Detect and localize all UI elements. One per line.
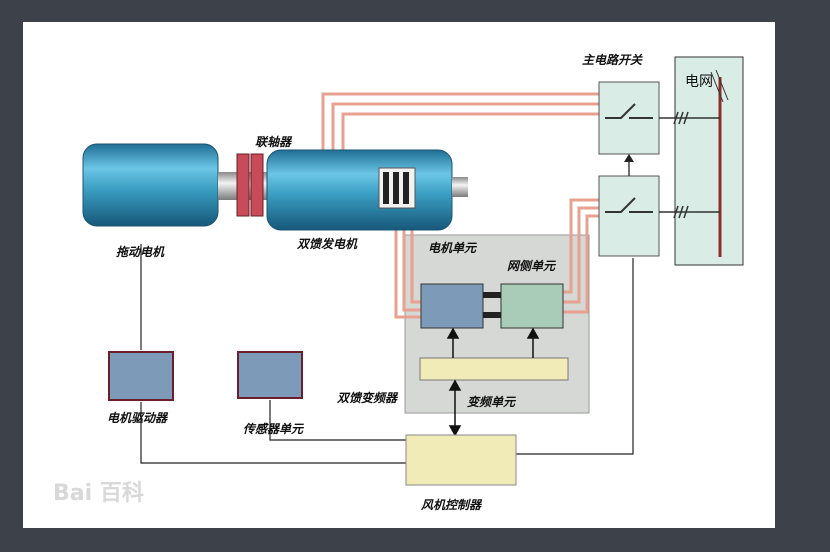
- dfig-generator: [266, 149, 453, 231]
- control-lines: [140, 244, 634, 464]
- slip-ring-2: [393, 172, 399, 204]
- stator-power-lines: [321, 92, 599, 150]
- inverter-unit-box: [419, 357, 569, 381]
- grid-hatch-1: [715, 69, 729, 101]
- inverter-unit-label: 变频单元: [467, 395, 517, 409]
- grid-unit-label: 网侧单元: [507, 259, 557, 273]
- converter-label: 双馈变频器: [336, 391, 399, 405]
- main-switch-label: 主电路开关: [582, 53, 643, 67]
- motor-driver-box: [108, 351, 174, 401]
- switch-arrow-head: [624, 154, 634, 162]
- coupling-right: [250, 153, 264, 217]
- drive-motor: [82, 143, 219, 227]
- diagram-canvas: Bai 百科: [23, 22, 775, 528]
- dc-link-1: [483, 292, 501, 298]
- wind-controller-label: 风机控制器: [421, 498, 483, 512]
- sensor-unit-label: 传感器单元: [243, 422, 305, 436]
- motor-unit-box: [420, 283, 484, 329]
- switch-to-grid-lines: [659, 111, 720, 219]
- grid-hatch-2: [710, 71, 724, 103]
- slip-ring-3: [403, 172, 409, 204]
- grid-unit-box: [500, 283, 564, 329]
- converter-switch-symbol: [605, 197, 653, 213]
- converter-arrows: [446, 327, 540, 437]
- coupling-label: 联轴器: [255, 135, 293, 149]
- sensor-unit-box: [237, 351, 303, 399]
- main-switch-symbol: [605, 103, 653, 119]
- drive-motor-label: 拖动电机: [116, 245, 165, 259]
- generator-shaft-end: [452, 177, 468, 197]
- watermark-text: Bai 百科: [53, 481, 144, 506]
- motor-unit-label: 电机单元: [428, 241, 478, 255]
- converter-switch-box: [598, 175, 660, 257]
- dfig-label: 双馈发电机: [296, 237, 358, 251]
- wind-turbine-test-diagram: Bai 百科: [53, 53, 744, 512]
- wind-controller-box: [405, 434, 517, 486]
- dc-link-2: [483, 312, 501, 318]
- motor-driver-label: 电机驱动器: [107, 411, 169, 425]
- rotor-power-lines: [394, 227, 421, 319]
- grid-side-power-lines: [563, 198, 599, 314]
- grid-panel: [674, 56, 744, 266]
- grid-label: 电网: [685, 74, 713, 90]
- coupling-left: [236, 153, 250, 217]
- slip-ring-1: [383, 172, 389, 204]
